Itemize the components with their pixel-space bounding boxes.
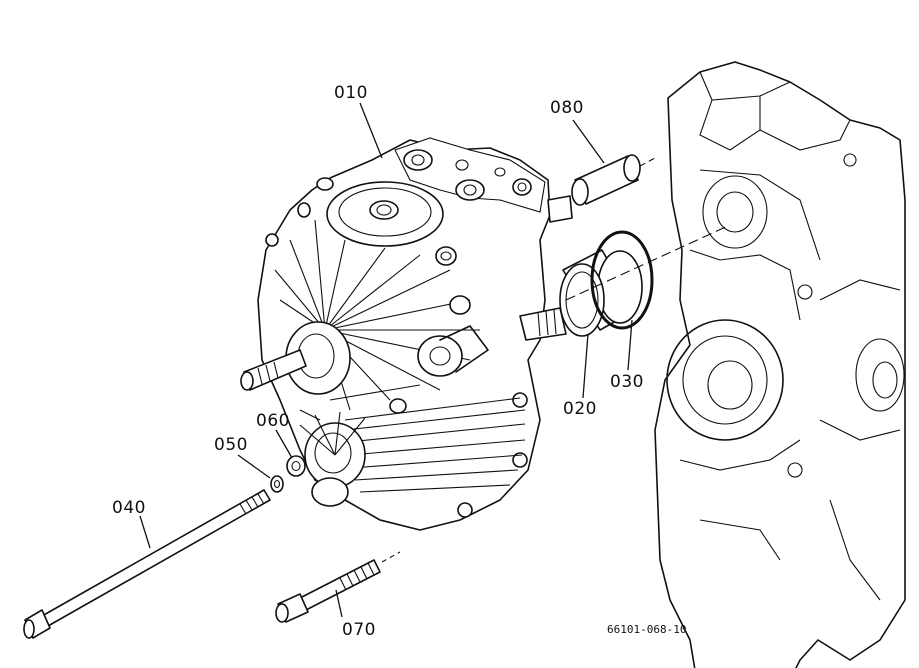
part-020-bearing bbox=[559, 249, 643, 337]
label-010: 010 bbox=[334, 83, 368, 103]
leader-lines bbox=[139, 102, 633, 618]
label-030: 030 bbox=[610, 372, 644, 392]
transmission-case bbox=[654, 61, 906, 668]
label-040: 040 bbox=[112, 498, 146, 518]
part-040-long-bolt bbox=[23, 489, 271, 639]
label-060: 060 bbox=[256, 411, 290, 431]
part-080-collar bbox=[571, 154, 656, 206]
label-070: 070 bbox=[342, 620, 376, 640]
part-060-washer bbox=[286, 455, 306, 477]
part-050-washer bbox=[270, 475, 284, 493]
label-020: 020 bbox=[563, 399, 597, 419]
drawing-code: 66101-068-10 bbox=[607, 623, 686, 636]
part-070-bolt bbox=[275, 551, 401, 623]
label-080: 080 bbox=[550, 98, 584, 118]
hst-pump-assembly bbox=[240, 137, 573, 531]
label-050: 050 bbox=[214, 435, 248, 455]
part-030-o-ring bbox=[590, 230, 654, 330]
